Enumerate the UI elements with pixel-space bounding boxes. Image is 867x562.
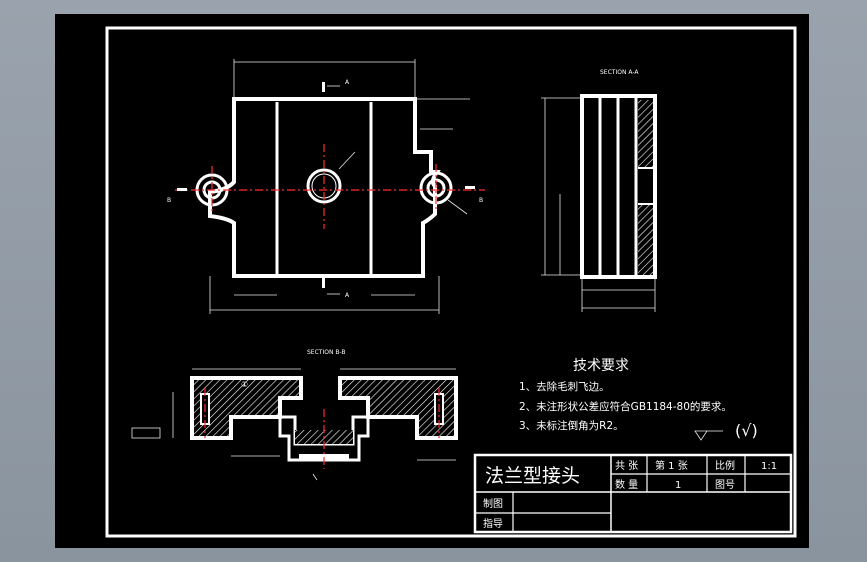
quantity-value: 1 xyxy=(675,480,681,491)
part-name: 法兰型接头 xyxy=(485,465,580,487)
cut-mark-a-bottom: A xyxy=(345,292,350,299)
cut-mark-b-right: B xyxy=(479,197,483,204)
tech-requirements: 技术要求 1、去除毛刺飞边。 2、未注形状公差应符合GB1184-80的要求。 … xyxy=(519,358,758,441)
tech-item-1: 1、去除毛刺飞边。 xyxy=(519,380,610,393)
tech-item-2: 2、未注形状公差应符合GB1184-80的要求。 xyxy=(519,400,732,413)
total-sheets-label: 共 张 xyxy=(615,460,638,472)
detail-callout: ① xyxy=(241,380,248,389)
sheet-number-label: 第 1 张 xyxy=(655,459,688,472)
section-aa-label: SECTION A-A xyxy=(600,69,639,76)
section-bb-label: SECTION B-B xyxy=(307,349,346,356)
cut-mark-a-top: A xyxy=(345,79,350,86)
title-block: 法兰型接头 共 张 第 1 张 比例 1:1 数 量 1 图号 制图 指导 xyxy=(473,453,793,534)
drawing-number-label: 图号 xyxy=(715,479,735,491)
scale-value: 1:1 xyxy=(761,461,777,472)
drawn-by-label: 制图 xyxy=(483,497,503,510)
section-aa-view: SECTION A-A xyxy=(541,69,657,312)
drawing-sheet: A A B B SECTION A-A xyxy=(55,14,809,548)
tech-item-3: 3、未标注倒角为R2。 xyxy=(519,419,624,432)
section-bb-view: SECTION B-B ① xyxy=(131,349,458,481)
front-view: A A B B xyxy=(167,59,485,314)
tech-title: 技术要求 xyxy=(573,358,629,374)
cad-drawing: A A B B SECTION A-A xyxy=(105,26,797,538)
quantity-label: 数 量 xyxy=(615,478,638,491)
roughness-note: (√) xyxy=(735,421,758,440)
cut-mark-b-left: B xyxy=(167,197,171,204)
drawing-border xyxy=(105,26,797,538)
checked-by-label: 指导 xyxy=(483,517,503,530)
scale-label: 比例 xyxy=(715,459,735,472)
